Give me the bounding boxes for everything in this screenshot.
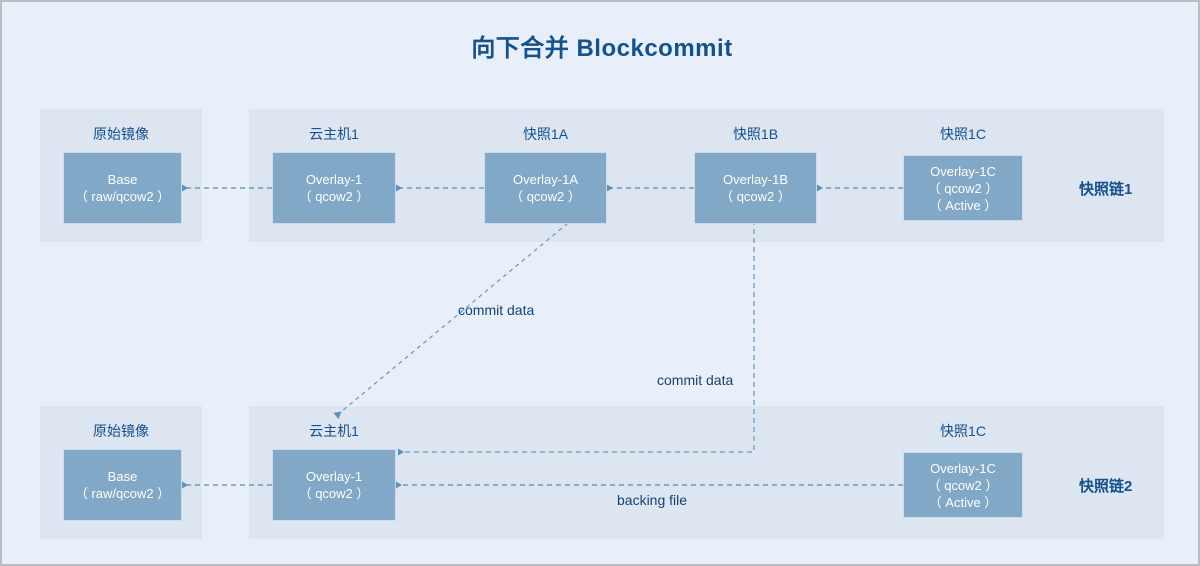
label-commit-data-b: commit data: [657, 372, 734, 388]
node-overlay1[interactable]: Overlay-1 （ qcow2 ）: [272, 152, 396, 224]
node-overlay1-line2: （ qcow2 ）: [298, 189, 370, 204]
node-overlay1c-line2: （ qcow2 ）: [927, 180, 999, 196]
caption-chain2-snapshot-c: 快照1C: [940, 423, 986, 439]
node-overlay1-chain2-line1: Overlay-1: [305, 469, 363, 484]
label-commit-data-a: commit data: [458, 302, 535, 318]
node-overlay1a-line1: Overlay-1A: [512, 172, 579, 187]
node-overlay1a-line2: （ qcow2 ）: [510, 189, 581, 204]
chain1-label: 快照链1: [1079, 181, 1133, 198]
caption-chain1-vm: 云主机1: [309, 126, 359, 142]
label-backing-file: backing file: [617, 492, 688, 508]
node-overlay1b[interactable]: Overlay-1B （ qcow2 ）: [694, 152, 817, 224]
node-base2[interactable]: Base （ raw/qcow2 ）: [63, 449, 182, 521]
caption-chain1-snapshot-b: 快照1B: [732, 126, 779, 142]
caption-chain1-snapshot-c: 快照1C: [940, 126, 986, 142]
node-overlay1b-line1: Overlay-1B: [722, 172, 789, 187]
node-overlay1-chain2-line2: （ qcow2 ）: [298, 486, 370, 501]
node-overlay1c-chain2-line2: （ qcow2 ）: [927, 477, 999, 493]
wire-commit-data-a: [333, 217, 575, 420]
node-overlay1c-chain2[interactable]: Overlay-1C （ qcow2 ） （ Active ）: [903, 452, 1023, 518]
node-base1-line1: Base: [107, 172, 138, 187]
node-overlay1-line1: Overlay-1: [305, 172, 363, 187]
caption-chain2-vm: 云主机1: [309, 423, 359, 439]
node-overlay1c-line1: Overlay-1C: [930, 163, 996, 179]
node-overlay1c-chain2-line3: （ Active ）: [928, 494, 998, 510]
node-overlay1c[interactable]: Overlay-1C （ qcow2 ） （ Active ）: [903, 155, 1023, 221]
node-overlay1c-chain2-line1: Overlay-1C: [930, 460, 996, 476]
page-title: 向下合并 Blockcommit: [471, 35, 733, 62]
node-base2-line2: （ raw/qcow2 ）: [74, 486, 171, 501]
node-base1[interactable]: Base （ raw/qcow2 ）: [63, 152, 182, 224]
caption-chain1-snapshot-a: 快照1A: [522, 126, 569, 142]
node-overlay1b-line2: （ qcow2 ）: [720, 189, 791, 204]
node-base2-line1: Base: [107, 469, 138, 484]
node-overlay1a[interactable]: Overlay-1A （ qcow2 ）: [484, 152, 607, 224]
chain2-label: 快照链2: [1079, 478, 1133, 495]
node-base1-line2: （ raw/qcow2 ）: [74, 189, 171, 204]
caption-chain1-base: 原始镜像: [93, 126, 149, 142]
node-overlay1-chain2[interactable]: Overlay-1 （ qcow2 ）: [272, 449, 396, 521]
caption-chain2-base: 原始镜像: [93, 423, 149, 439]
node-overlay1c-line3: （ Active ）: [928, 197, 998, 213]
